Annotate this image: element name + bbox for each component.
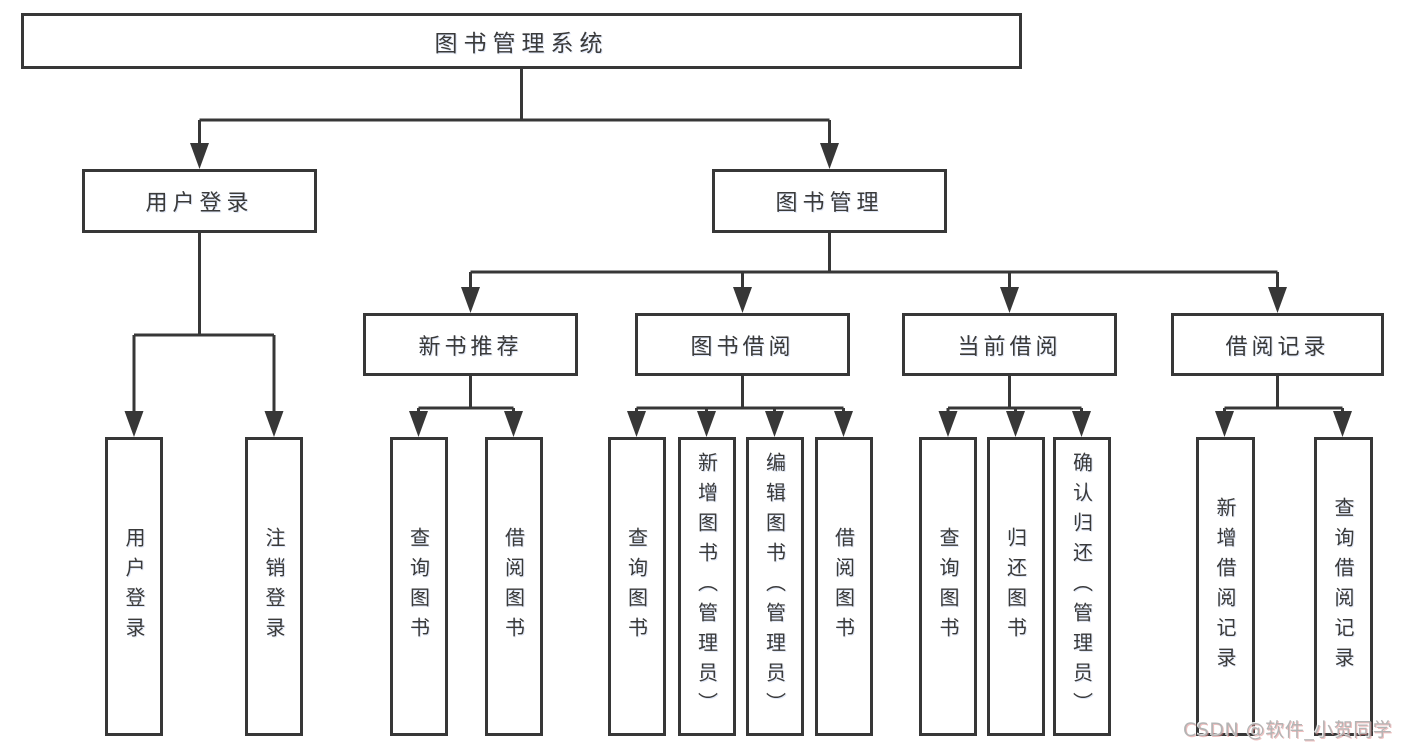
- node-label: 借阅图书: [501, 526, 526, 647]
- arrowhead: [733, 287, 752, 313]
- arrowhead: [1000, 287, 1019, 313]
- arrowhead: [627, 411, 646, 437]
- connector-book-management-children: [469, 233, 1279, 289]
- leaf-confirm-return-admin: 确认归还（管理员）: [1052, 437, 1111, 736]
- arrowhead: [765, 411, 784, 437]
- arrowhead: [1006, 411, 1025, 437]
- node-label: 查询图书: [624, 526, 649, 647]
- arrowhead: [409, 411, 428, 437]
- node-borrow-records: 借阅记录: [1171, 313, 1384, 376]
- node-label: 图书管理系统: [434, 31, 609, 57]
- node-label: 编辑图书（管理员）: [762, 451, 787, 722]
- node-new-book-recommend: 新书推荐: [363, 313, 578, 376]
- connector-current-borrow-children: [946, 375, 1083, 414]
- leaf-add-borrow-record: 新增借阅记录: [1195, 437, 1255, 736]
- watermark: CSDN @软件_小贺同学: [1183, 719, 1393, 741]
- arrowhead: [1072, 411, 1091, 437]
- arrowhead: [1215, 411, 1234, 437]
- arrowheads: [124, 143, 1352, 437]
- node-book-borrow: 图书借阅: [635, 313, 850, 376]
- node-root: 图书管理系统: [21, 13, 1022, 69]
- connector-book-borrow-children: [635, 375, 845, 414]
- leaf-user-login: 用户登录: [105, 437, 163, 736]
- arrowhead: [504, 411, 523, 437]
- arrowhead: [820, 143, 839, 169]
- node-label: 查询借阅记录: [1331, 496, 1355, 677]
- leaf-edit-book-admin: 编辑图书（管理员）: [745, 437, 804, 736]
- leaf-query-books-borrow: 查询图书: [607, 437, 666, 736]
- leaf-query-books-current: 查询图书: [919, 437, 977, 736]
- leaf-query-books-recommend: 查询图书: [389, 437, 448, 736]
- connector-lines: [132, 69, 1344, 414]
- arrowhead: [190, 143, 209, 169]
- node-label: 用户登录: [122, 526, 146, 647]
- node-book-management: 图书管理: [712, 169, 947, 233]
- node-label: 当前借阅: [957, 334, 1062, 360]
- leaf-query-borrow-record: 查询借阅记录: [1313, 437, 1373, 736]
- arrowhead: [834, 411, 853, 437]
- node-current-borrow: 当前借阅: [902, 313, 1117, 376]
- connector-user-login-children: [132, 233, 276, 413]
- node-label: 查询图书: [406, 526, 431, 647]
- node-label: 确认归还（管理员）: [1069, 451, 1094, 722]
- leaf-borrow-books-recommend: 借阅图书: [484, 437, 543, 736]
- node-label: 查询图书: [936, 526, 960, 647]
- leaf-add-book-admin: 新增图书（管理员）: [677, 437, 736, 736]
- node-label: 图书借阅: [690, 334, 795, 360]
- connector-borrow-records-children: [1223, 375, 1344, 414]
- leaf-borrow-books: 借阅图书: [814, 437, 873, 736]
- node-label: 借阅记录: [1225, 334, 1330, 360]
- node-label: 用户登录: [145, 191, 254, 216]
- node-label: 注销登录: [262, 526, 286, 647]
- node-label: 新书推荐: [418, 334, 523, 360]
- node-label: 图书管理: [775, 191, 884, 216]
- connector-root-to-level2: [198, 69, 831, 146]
- node-label: 借阅图书: [831, 526, 856, 647]
- arrowhead: [264, 411, 284, 437]
- arrowhead: [1268, 287, 1287, 313]
- node-user-login: 用户登录: [82, 169, 317, 233]
- connector-new-book-children: [417, 375, 515, 414]
- arrowhead: [938, 411, 958, 437]
- arrowhead: [1333, 411, 1352, 437]
- leaf-return-book: 归还图书: [986, 437, 1045, 736]
- arrowhead: [697, 411, 716, 437]
- node-label: 新增图书（管理员）: [694, 451, 719, 722]
- leaf-logout: 注销登录: [245, 437, 303, 736]
- arrowhead: [461, 287, 480, 313]
- node-label: 新增借阅记录: [1213, 496, 1237, 677]
- node-label: 归还图书: [1003, 526, 1028, 647]
- arrowhead: [124, 411, 144, 437]
